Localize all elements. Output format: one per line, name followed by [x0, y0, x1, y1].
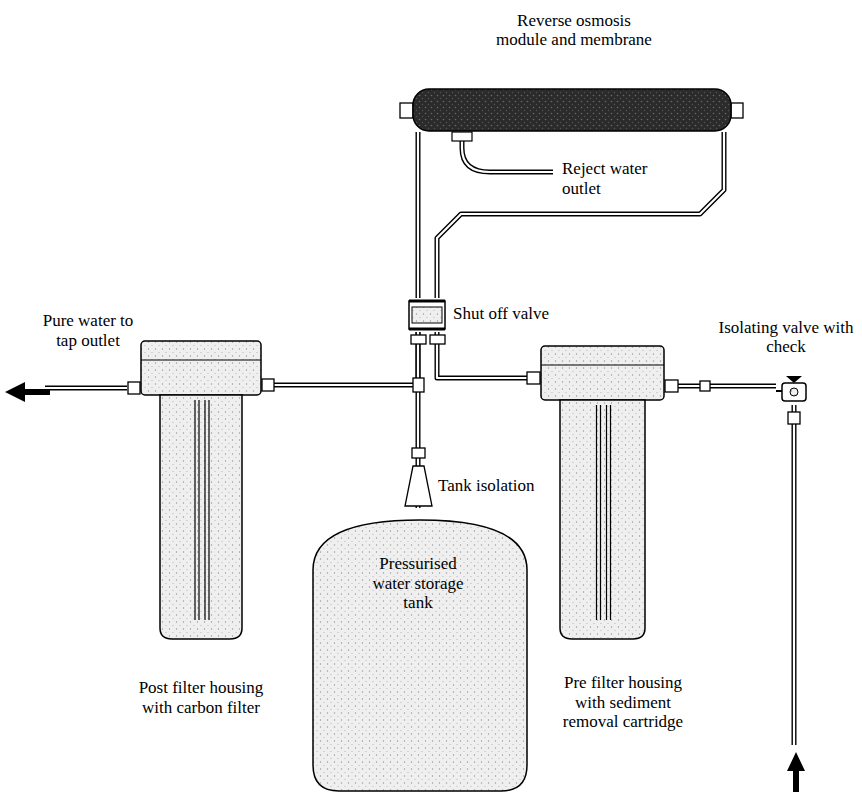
pipe-fitting	[128, 382, 140, 394]
component-label: Post filter housing with carbon filter	[126, 678, 276, 717]
shut-off-valve-shape	[408, 298, 446, 332]
inlet-pipe	[794, 405, 795, 745]
storage-tank-shape	[305, 508, 535, 793]
pipe-fitting	[527, 372, 540, 384]
pipe-fitting	[430, 335, 445, 344]
shut-off-valve: Shut off valve	[408, 298, 446, 332]
pipe-connector	[437, 132, 724, 298]
outlet-label: Pure water to tap outlet	[40, 311, 136, 350]
post-filter-housing: Post filter housing with carbon filter	[140, 340, 262, 640]
pipe-fitting	[665, 380, 678, 392]
component-label: Isolating valve with check	[718, 318, 854, 357]
pipe-fitting	[412, 448, 425, 458]
component-label: Pre filter housing with sediment removal…	[548, 673, 698, 732]
pipe-fitting	[413, 378, 424, 392]
pipe-fitting	[700, 381, 710, 391]
reject-pipe	[452, 132, 553, 172]
pipe-fitting	[731, 103, 743, 118]
pipe-fitting	[788, 412, 800, 424]
storage-tank: Pressurised water storage tank	[305, 508, 535, 793]
pipe-fitting	[262, 379, 274, 391]
component-label: Reverse osmosis module and membrane	[492, 11, 656, 50]
pipe-fitting	[411, 335, 426, 344]
isolating-valve-shape	[776, 375, 812, 405]
ro-module: Reverse osmosis module and membrane	[412, 88, 732, 132]
tank-isolation-fitting	[405, 466, 432, 506]
ro-module-shape	[412, 88, 732, 132]
tank-label: Pressurised water storage tank	[362, 554, 474, 613]
isolating-valve: Isolating valve with check	[776, 375, 812, 405]
component-label: Shut off valve	[453, 304, 549, 324]
pipe-connector	[665, 386, 776, 387]
flow-arrow	[787, 752, 805, 792]
pipe-connector	[262, 332, 418, 385]
outlet-pipe	[45, 388, 127, 389]
pipe-fitting	[400, 103, 413, 118]
reject-outlet-label: Reject water outlet	[562, 159, 670, 198]
pre-filter-housing: Pre filter housing with sediment removal…	[540, 345, 665, 640]
post-filter-housing-shape	[140, 340, 262, 640]
tank-isolation-label: Tank isolation	[438, 476, 535, 496]
pipe-connector	[418, 132, 419, 298]
pipe-connector	[437, 332, 540, 378]
pre-filter-housing-shape	[540, 345, 665, 640]
flow-arrow	[5, 382, 50, 402]
